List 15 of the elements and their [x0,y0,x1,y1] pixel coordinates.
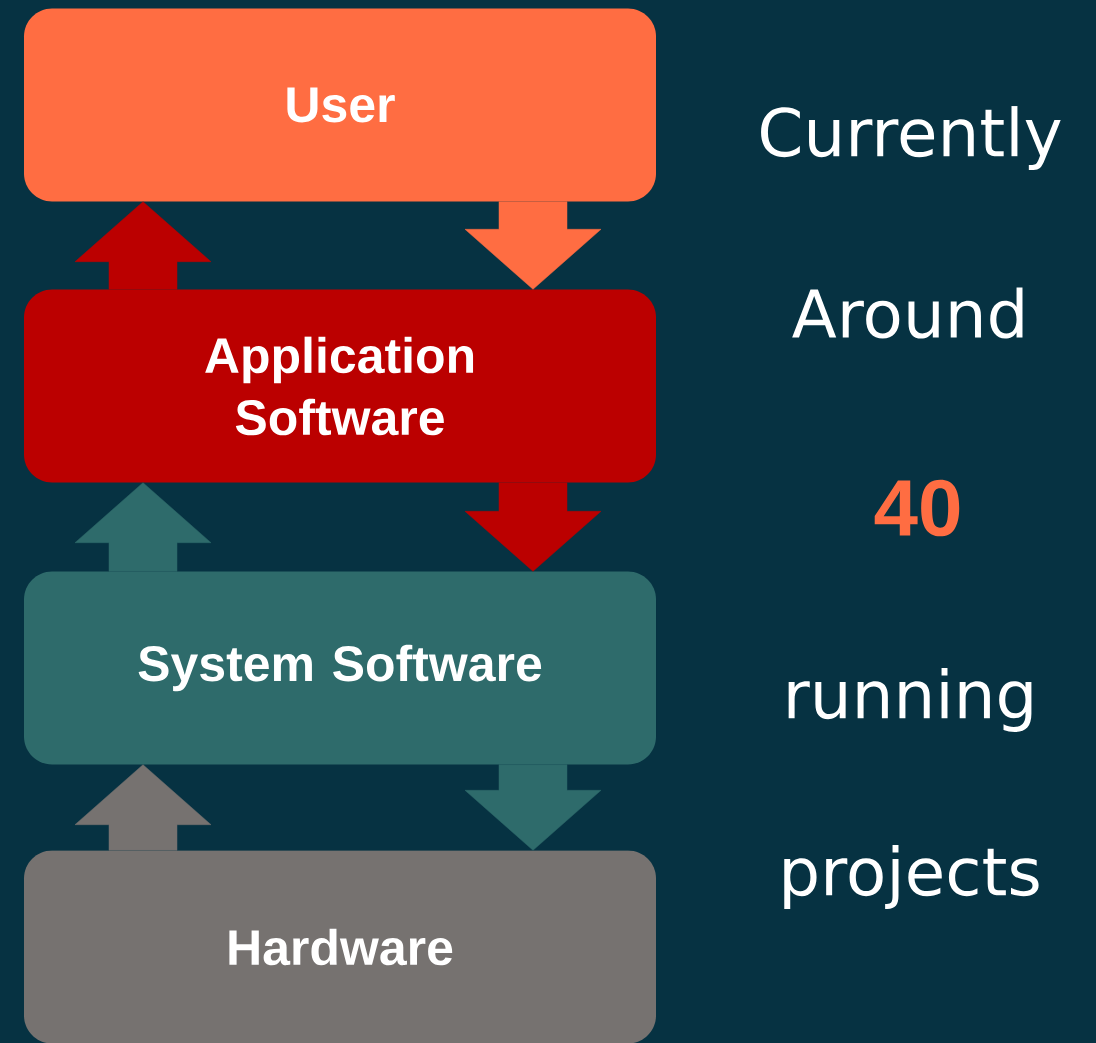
stat-number: 40 [874,479,960,537]
layer-box: User [24,8,656,202]
block-arrow [464,482,602,572]
layer-box: Application Software [24,289,656,483]
stat-text: Currently [761,106,1061,170]
block-arrow [464,764,602,851]
stat-text: projects [784,845,1039,909]
block-arrow [74,201,212,290]
block-arrow [74,482,212,572]
stat-text: running [788,668,1032,732]
layer-box: Hardware [24,850,656,1043]
block-arrow [74,764,212,851]
layer-box: System Software [24,571,656,765]
stat-text: Around [792,287,1023,339]
block-arrow [464,201,602,290]
